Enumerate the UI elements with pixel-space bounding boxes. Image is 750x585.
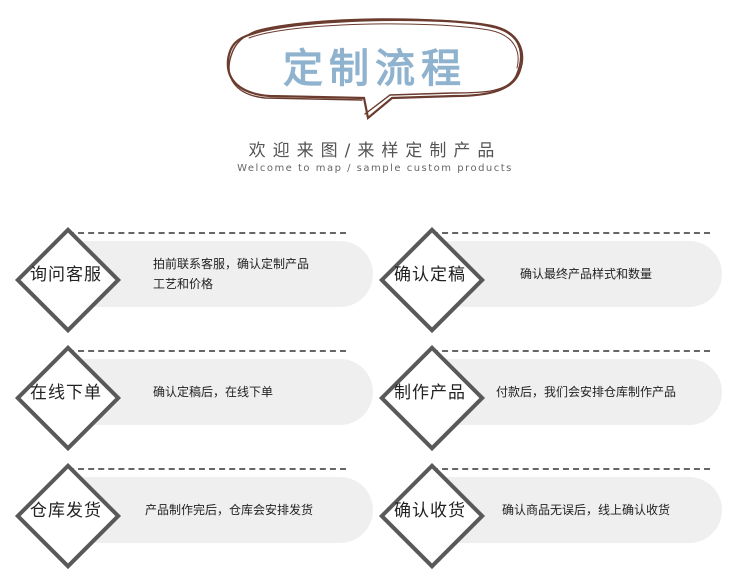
step-badge: 确认收货: [372, 458, 492, 570]
page-title: 定制流程: [283, 46, 467, 92]
dashed-divider: [432, 350, 710, 352]
step-label: 制作产品: [394, 383, 466, 403]
step-badge: 询问客服: [8, 222, 128, 334]
step-label: 在线下单: [30, 383, 102, 403]
step-description: 确认定稿后，在线下单: [153, 385, 274, 399]
dashed-divider: [68, 350, 346, 352]
dashed-divider: [68, 232, 346, 234]
step-badge: 确认定稿: [372, 222, 492, 334]
step-card: [432, 241, 722, 307]
step-badge: 在线下单: [8, 340, 128, 452]
step-card: [68, 241, 373, 307]
step-label: 确认定稿: [394, 265, 466, 285]
page-subtitle-english: Welcome to map / sample custom products: [237, 163, 513, 174]
dashed-divider: [432, 468, 710, 470]
step-order-online: 确认定稿后，在线下单 在线下单: [8, 340, 378, 452]
step-description: 付款后，我们会安排仓库制作产品: [496, 385, 677, 399]
dashed-divider: [68, 468, 346, 470]
page-subtitle: 欢迎来图/来样定制产品: [248, 141, 502, 161]
step-inquire: 拍前联系客服，确认定制产品 工艺和价格 询问客服: [8, 222, 378, 334]
step-label: 仓库发货: [30, 501, 102, 521]
step-card: [432, 359, 722, 425]
step-description: 拍前联系客服，确认定制产品 工艺和价格: [153, 257, 310, 291]
dashed-divider: [432, 232, 710, 234]
step-ship: 产品制作完后，仓库会安排发货 仓库发货: [8, 458, 378, 570]
step-card: [432, 477, 722, 543]
step-card: [68, 359, 373, 425]
step-card: [68, 477, 373, 543]
step-confirm-design: 确认最终产品样式和数量 确认定稿: [372, 222, 742, 334]
step-description: 产品制作完后，仓库会安排发货: [145, 503, 314, 517]
speech-bubble-frame: [226, 18, 524, 121]
step-description: 确认最终产品样式和数量: [520, 267, 653, 281]
step-badge: 仓库发货: [8, 458, 128, 570]
step-label: 确认收货: [394, 501, 466, 521]
step-receive: 确认商品无误后，线上确认收货 确认收货: [372, 458, 742, 570]
step-label: 询问客服: [30, 265, 102, 285]
step-produce: 付款后，我们会安排仓库制作产品 制作产品: [372, 340, 742, 452]
step-description: 确认商品无误后，线上确认收货: [502, 503, 671, 517]
step-badge: 制作产品: [372, 340, 492, 452]
